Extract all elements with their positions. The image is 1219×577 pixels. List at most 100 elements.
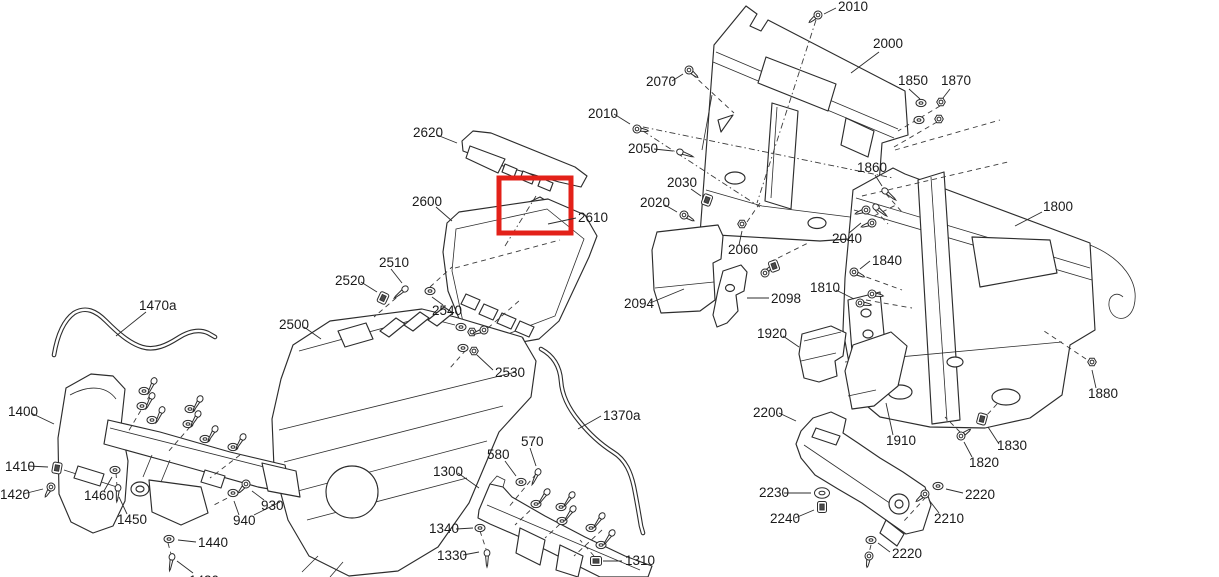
part-label-1830[interactable]: 1830 <box>997 438 1027 453</box>
leader-line <box>27 465 49 468</box>
part-label-2060[interactable]: 2060 <box>728 242 758 257</box>
leader-line <box>462 551 480 556</box>
leader-line <box>118 496 128 515</box>
part-label-1410[interactable]: 1410 <box>5 459 35 474</box>
part-label-1910[interactable]: 1910 <box>886 433 916 448</box>
part-label-2070[interactable]: 2070 <box>646 74 676 89</box>
leader-line <box>547 217 577 225</box>
part-label-940[interactable]: 940 <box>233 513 256 528</box>
leader-line <box>1091 369 1097 389</box>
part-label-2040[interactable]: 2040 <box>832 231 862 246</box>
leader-line <box>251 490 265 501</box>
part-1400-bumper <box>57 373 301 534</box>
part-label-1880[interactable]: 1880 <box>1088 386 1118 401</box>
part-label-2240[interactable]: 2240 <box>770 511 800 526</box>
part-label-1430[interactable]: 1430 <box>189 573 219 577</box>
part-label-1420[interactable]: 1420 <box>0 487 30 502</box>
part-label-1330[interactable]: 1330 <box>437 548 467 563</box>
part-label-2210[interactable]: 2210 <box>934 511 964 526</box>
part-label-2220[interactable]: 2220 <box>892 546 922 561</box>
leader-line <box>103 476 113 492</box>
part-label-1440[interactable]: 1440 <box>198 535 228 550</box>
part-label-1450[interactable]: 1450 <box>117 512 147 527</box>
nut-icon <box>1087 357 1097 367</box>
washer-icon <box>865 535 877 545</box>
leader-line <box>653 148 674 152</box>
part-label-1340[interactable]: 1340 <box>429 521 459 536</box>
part-label-2000[interactable]: 2000 <box>873 36 903 51</box>
part-label-2520[interactable]: 2520 <box>335 273 365 288</box>
washer-icon <box>474 523 486 533</box>
leader-line <box>690 188 702 197</box>
part-label-2050[interactable]: 2050 <box>628 141 658 156</box>
washer-icon <box>138 386 150 396</box>
part-label-2098[interactable]: 2098 <box>771 291 801 306</box>
leader-line <box>360 281 378 293</box>
part-label-1840[interactable]: 1840 <box>872 253 902 268</box>
part-label-1460[interactable]: 1460 <box>84 488 114 503</box>
part-label-2600[interactable]: 2600 <box>412 194 442 209</box>
leader-line <box>455 527 474 530</box>
part-label-1400[interactable]: 1400 <box>8 404 38 419</box>
part-label-930[interactable]: 930 <box>261 498 284 513</box>
part-label-2020[interactable]: 2020 <box>640 195 670 210</box>
leader-line <box>436 134 458 144</box>
washer-icon <box>424 286 436 296</box>
part-label-1820[interactable]: 1820 <box>969 455 999 470</box>
part-label-1470a[interactable]: 1470a <box>139 298 177 313</box>
leader-line <box>613 113 631 125</box>
part-1800-dash-panel <box>842 167 1136 429</box>
leader-line <box>649 288 685 304</box>
part-label-2094[interactable]: 2094 <box>624 296 655 311</box>
leader-line <box>823 7 837 15</box>
part-label-580[interactable]: 580 <box>487 447 510 462</box>
clip-nut-icon <box>817 501 827 513</box>
part-label-2010[interactable]: 2010 <box>838 0 868 14</box>
part-label-2530[interactable]: 2530 <box>495 365 525 380</box>
nut-icon <box>934 114 944 124</box>
part-2620-trim <box>461 130 588 192</box>
washer-icon <box>932 481 944 491</box>
washer-icon <box>515 477 527 487</box>
leader-line <box>885 402 894 436</box>
part-2094-sheet <box>651 224 724 314</box>
part-label-1300[interactable]: 1300 <box>433 464 463 479</box>
part-label-1810[interactable]: 1810 <box>810 280 840 295</box>
part-label-1870[interactable]: 1870 <box>941 73 971 88</box>
part-label-1370a[interactable]: 1370a <box>603 408 641 423</box>
leader-line <box>435 206 453 222</box>
part-label-2010[interactable]: 2010 <box>588 106 618 121</box>
part-label-2500[interactable]: 2500 <box>279 317 309 332</box>
part-label-1850[interactable]: 1850 <box>898 73 928 88</box>
part-label-1310[interactable]: 1310 <box>625 553 655 568</box>
part-label-2620[interactable]: 2620 <box>413 125 443 140</box>
part-label-2540[interactable]: 2540 <box>432 303 462 318</box>
part-label-2220[interactable]: 2220 <box>965 487 995 502</box>
part-label-2510[interactable]: 2510 <box>379 255 409 270</box>
leader-line <box>664 204 678 213</box>
leader-line <box>908 88 921 100</box>
part-1370a-bar <box>538 346 646 536</box>
part-label-1800[interactable]: 1800 <box>1043 199 1073 214</box>
leader-line <box>877 542 891 553</box>
part-label-1920[interactable]: 1920 <box>757 326 787 341</box>
part-2098-bracket <box>712 264 748 328</box>
part-label-570[interactable]: 570 <box>521 434 544 449</box>
part-label-2030[interactable]: 2030 <box>667 175 697 190</box>
leader-line <box>987 426 1000 445</box>
clip-nut-icon <box>590 556 602 566</box>
washer-icon <box>136 401 148 411</box>
clip-nut-icon <box>51 461 63 475</box>
washer-icon <box>109 465 121 475</box>
leader-line <box>738 230 743 246</box>
part-label-2610[interactable]: 2610 <box>578 210 608 225</box>
part-2000-firewall-panel <box>699 5 909 242</box>
leader-line <box>577 415 602 430</box>
part-label-2200[interactable]: 2200 <box>753 405 783 420</box>
leader-line <box>794 509 815 519</box>
part-label-2230[interactable]: 2230 <box>759 485 789 500</box>
part-1920-sheet <box>798 325 847 383</box>
part-label-1860[interactable]: 1860 <box>857 160 887 175</box>
